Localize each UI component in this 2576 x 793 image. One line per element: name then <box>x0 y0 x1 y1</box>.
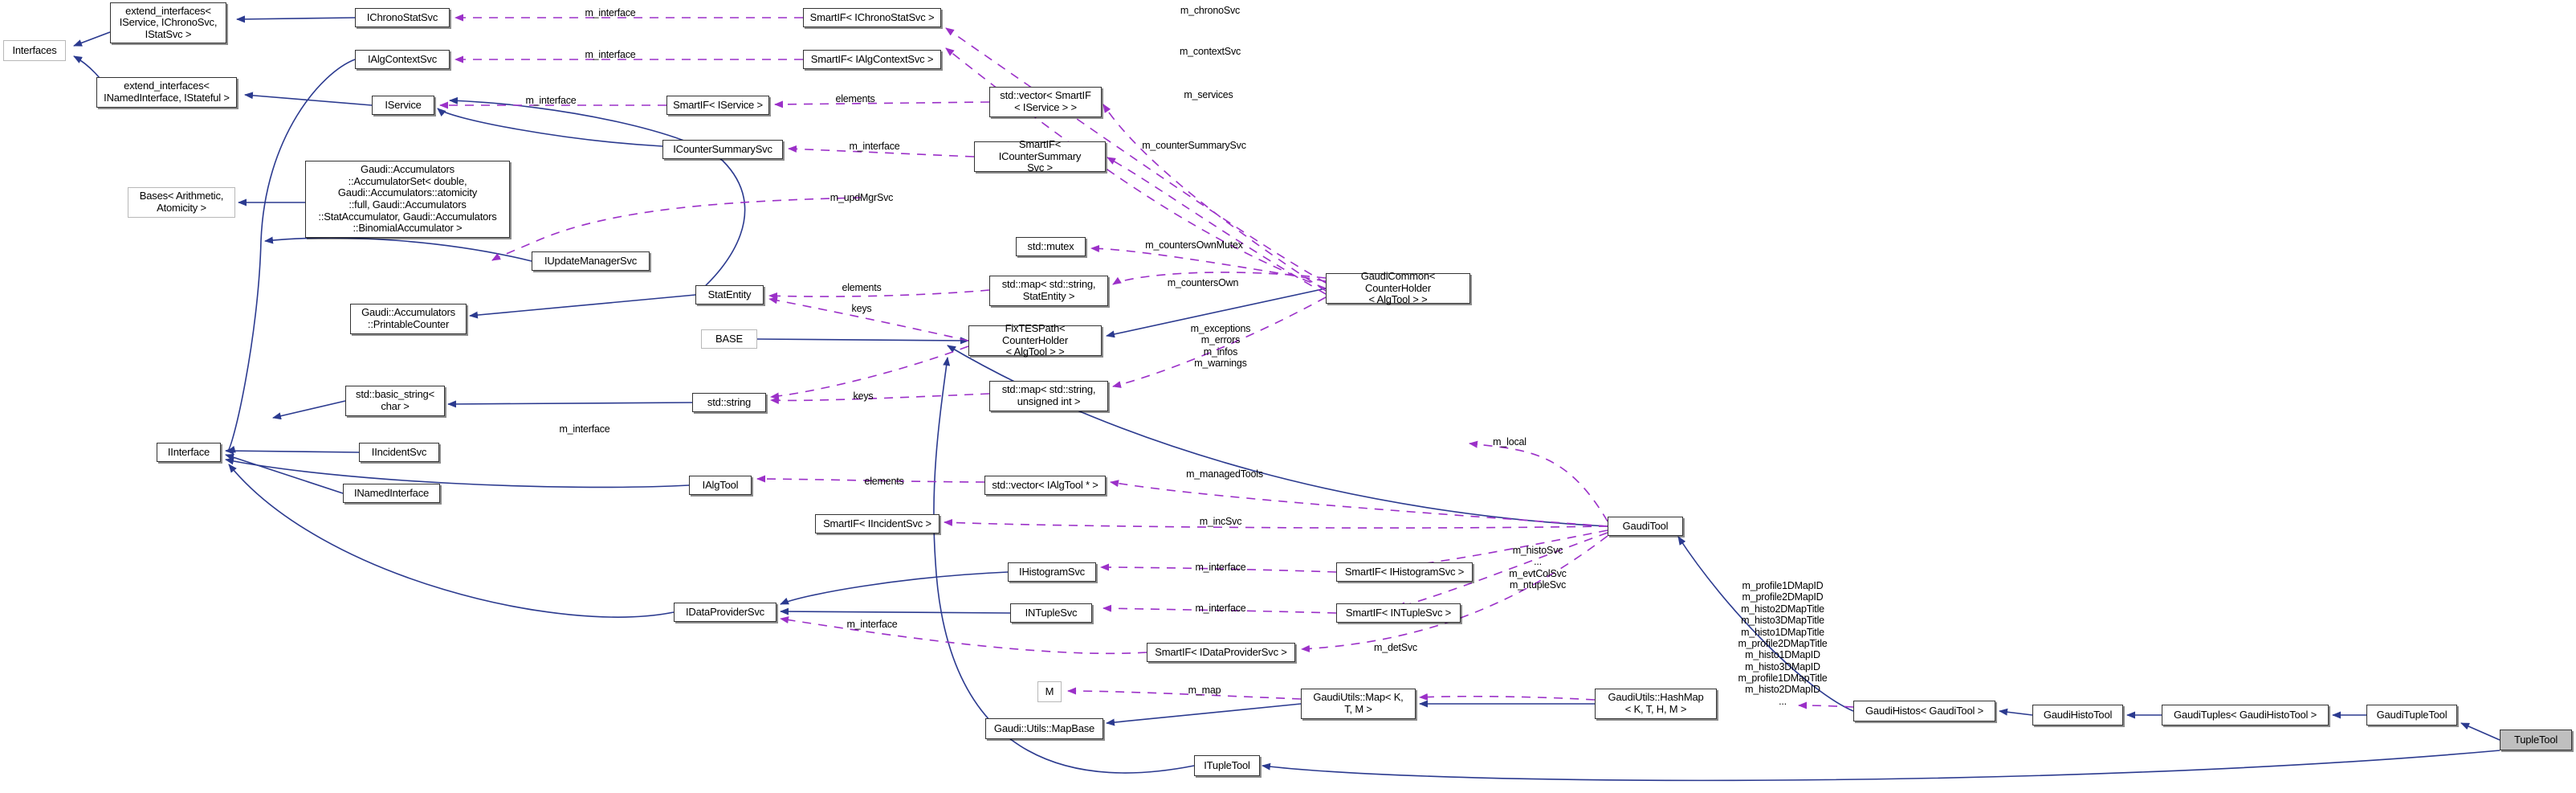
class-node-base[interactable]: BASE <box>701 329 757 349</box>
edge-label-lbl_m_services: m_services <box>1184 89 1233 100</box>
class-node-smartif_dataprovider[interactable]: SmartIF< IDataProviderSvc > <box>1147 643 1295 662</box>
class-node-smartif_intuplesvc[interactable]: SmartIF< INTupleSvc > <box>1336 603 1461 623</box>
edge-label-lbl_keys2: keys <box>853 390 874 402</box>
edge-label-lbl_m_chronosvc: m_chronoSvc <box>1180 5 1241 16</box>
edge-label-lbl_m_interface_algctx: m_interface <box>585 49 636 60</box>
class-node-ialgtool[interactable]: IAlgTool <box>689 476 752 495</box>
class-node-iupdatemanagersvc[interactable]: IUpdateManagerSvc <box>532 251 650 271</box>
class-node-basic_string[interactable]: std::basic_string< char > <box>345 386 445 416</box>
class-node-vector_ialgtool[interactable]: std::vector< IAlgTool * > <box>984 476 1106 495</box>
edge-label-lbl_m_interface_iincident: m_interface <box>559 423 610 435</box>
class-node-gaudihistotool[interactable]: GaudiHistoTool <box>2032 705 2123 726</box>
edge-label-lbl_exceptions_block: m_exceptions m_errors m_infos m_warnings <box>1190 323 1251 370</box>
class-node-interfaces[interactable]: Interfaces <box>3 40 66 61</box>
class-node-extend_named[interactable]: extend_interfaces< INamedInterface, ISta… <box>96 77 237 108</box>
class-node-extend_chrono[interactable]: extend_interfaces< IService, IChronoSvc,… <box>110 2 226 43</box>
class-node-map_string_statentity[interactable]: std::map< std::string, StatEntity > <box>989 276 1108 306</box>
edge-label-lbl_m_countersown: m_countersOwn <box>1167 277 1239 288</box>
class-node-statentity[interactable]: StatEntity <box>695 285 764 305</box>
edge-label-lbl_histo_maps: m_profile1DMapID m_profile2DMapID m_hist… <box>1738 580 1828 707</box>
class-node-smartif_incidentsvc[interactable]: SmartIF< IIncidentSvc > <box>815 514 940 533</box>
class-node-m_node[interactable]: M <box>1037 681 1062 702</box>
class-node-std_mutex[interactable]: std::mutex <box>1016 237 1086 256</box>
class-node-icountersummarysvc[interactable]: ICounterSummarySvc <box>662 140 783 159</box>
class-node-gaudiutils_hashmap[interactable]: GaudiUtils::HashMap < K, T, H, M > <box>1595 689 1717 719</box>
edge-label-lbl_elements_keys1: elements <box>842 282 882 293</box>
class-node-gaudiTupleTool[interactable]: GaudiTupleTool <box>2366 705 2457 726</box>
class-node-iincidentsvc[interactable]: IIncidentSvc <box>359 443 439 462</box>
class-node-ichronostatsvc[interactable]: IChronoStatSvc <box>355 8 450 27</box>
edge-label-lbl_m_contextsvc: m_contextSvc <box>1179 46 1241 57</box>
class-node-ialgcontextsvc[interactable]: IAlgContextSvc <box>355 50 450 69</box>
edge-label-lbl_m_interface_histo: m_interface <box>1195 562 1246 573</box>
class-node-smartif_histogramsvc[interactable]: SmartIF< IHistogramSvc > <box>1336 562 1473 582</box>
class-node-printablecounter[interactable]: Gaudi::Accumulators ::PrintableCounter <box>350 304 467 334</box>
class-node-inamedinterface[interactable]: INamedInterface <box>343 484 440 503</box>
class-node-accumulatorset[interactable]: Gaudi::Accumulators ::AccumulatorSet< do… <box>305 161 510 238</box>
edge-label-lbl_m_incsvc: m_incSvc <box>1199 516 1242 527</box>
class-node-iinterface[interactable]: IInterface <box>157 443 221 462</box>
edge-label-lbl_elements_services: elements <box>835 93 875 104</box>
class-node-gaudiutils_map[interactable]: GaudiUtils::Map< K, T, M > <box>1301 689 1416 719</box>
edge-label-lbl_m_detsvc: m_detSvc <box>1374 642 1417 653</box>
class-node-idataprovidersvc[interactable]: IDataProviderSvc <box>674 603 776 622</box>
edge-label-lbl_m_interface_iservice: m_interface <box>525 95 577 106</box>
class-node-gaudihistos[interactable]: GaudiHistos< GaudiTool > <box>1853 701 1995 721</box>
class-node-ihistogramsvc[interactable]: IHistogramSvc <box>1008 562 1096 582</box>
class-node-itupletool[interactable]: ITupleTool <box>1194 755 1260 776</box>
edge-label-lbl_keys1: keys <box>851 303 872 314</box>
class-node-smartif_chrono[interactable]: SmartIF< IChronoStatSvc > <box>803 8 941 27</box>
class-node-smartif_ctrsummary[interactable]: SmartIF< ICounterSummary Svc > <box>974 138 1106 174</box>
class-node-std_string[interactable]: std::string <box>692 393 766 412</box>
class-node-vector_smartif_service[interactable]: std::vector< SmartIF < IService > > <box>989 87 1102 117</box>
class-node-bases_arith[interactable]: Bases< Arithmetic, Atomicity > <box>128 187 235 218</box>
edge-label-lbl_m_updmgrsvc: m_updMgrSvc <box>829 192 894 203</box>
class-node-iservice[interactable]: IService <box>372 96 434 115</box>
class-node-gaudicommon[interactable]: GaudiCommon< CounterHolder < AlgTool > > <box>1326 270 1470 305</box>
class-node-gauditool[interactable]: GaudiTool <box>1608 517 1683 536</box>
edge-label-lbl_m_managedtools: m_managedTools <box>1186 468 1263 480</box>
class-node-mapbase[interactable]: Gaudi::Utils::MapBase <box>985 718 1103 739</box>
class-node-smartif_algctx[interactable]: SmartIF< IAlgContextSvc > <box>803 50 941 69</box>
edge-label-lbl_m_histosvc_group: m_histoSvc ... m_evtColSvc m_ntupleSvc <box>1509 545 1567 591</box>
edge-label-lbl_m_interface_chrono: m_interface <box>585 7 636 18</box>
class-node-gauditupleshistotool[interactable]: GaudiTuples< GaudiHistoTool > <box>2162 705 2329 726</box>
edge-label-lbl_m_countersownmutex: m_countersOwnMutex <box>1145 239 1243 251</box>
class-node-intuplesvc[interactable]: INTupleSvc <box>1010 603 1092 623</box>
class-node-tupletool[interactable]: TupleTool <box>2500 730 2572 750</box>
edge-label-lbl_elements_algtools: elements <box>864 476 904 487</box>
class-node-fixtespath[interactable]: FixTESPath< CounterHolder < AlgTool > > <box>968 322 1102 358</box>
class-node-smartif_iservice[interactable]: SmartIF< IService > <box>666 96 769 115</box>
edge-label-lbl_m_interface_dataprov: m_interface <box>846 619 898 630</box>
edge-label-lbl_m_countersummarysvc: m_counterSummarySvc <box>1142 140 1246 151</box>
edge-label-lbl_m_map: m_map <box>1188 685 1221 696</box>
class-node-map_string_uint[interactable]: std::map< std::string, unsigned int > <box>989 381 1108 411</box>
edge-label-lbl_m_interface_ctrsum: m_interface <box>849 141 900 152</box>
edge-label-lbl_m_local: m_local <box>1493 436 1526 448</box>
edge-label-lbl_m_interface_ntuple: m_interface <box>1195 603 1246 614</box>
